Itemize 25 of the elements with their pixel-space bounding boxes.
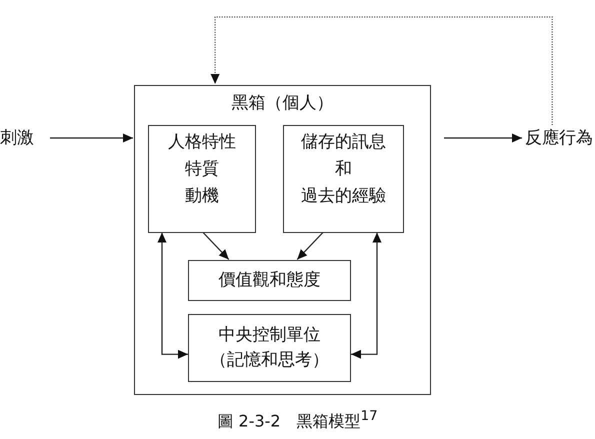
node-label: 儲存的訊息 [301,130,386,154]
double-arrow [158,232,188,359]
node-label: 過去的經驗 [301,184,386,208]
node-label: 刺激 [0,128,34,148]
node-label: 價值觀和態度 [218,268,320,292]
process-box [148,124,256,232]
arrow [210,16,553,126]
node-label: 人格特性 [168,130,236,154]
node-label: 動機 [185,184,219,208]
caption: 圖 2-3-2 黑箱模型$^{17}$ [217,408,378,432]
node-label: 中央控制單位 [218,324,320,346]
node-label: 特質 [185,158,219,180]
process-box [188,260,351,300]
arrow [202,232,230,260]
outer-box [134,85,431,395]
heading: 黑箱（個人） [232,92,334,115]
double-arrow [351,232,382,359]
process-box [283,124,404,232]
arrow [444,134,522,142]
arrow [296,232,324,260]
node-label: （記憶和思考） [210,348,329,372]
arrow [50,134,133,142]
node-label: 和 [335,158,352,180]
process-box [188,314,351,382]
node-label: 反應行為 [525,128,593,148]
